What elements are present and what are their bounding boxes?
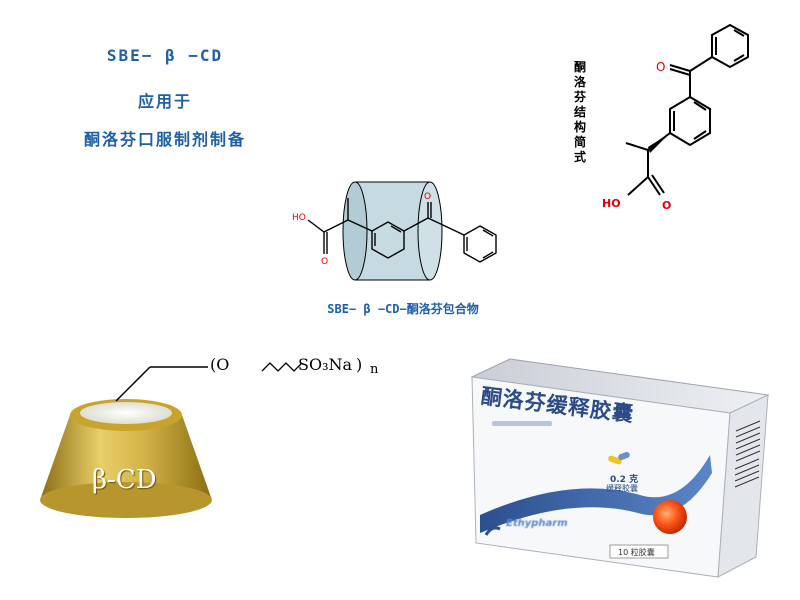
substituent-close: ) <box>356 355 363 374</box>
substituent-open: (O <box>210 355 230 374</box>
inclusion-complex-diagram: O HO O <box>292 181 497 281</box>
structure-vertical-label: 酮洛芬结构简式 <box>574 60 587 164</box>
package-dose-sub: 缓释胶囊 <box>606 484 638 493</box>
medicine-package <box>470 358 770 578</box>
package-brand: Ethypharm <box>506 518 568 529</box>
title-line-2: 应用于 <box>137 92 192 111</box>
title-line-3: 酮洛芬口服制剂制备 <box>83 130 246 149</box>
package-count: 10 粒胶囊 <box>618 548 655 557</box>
ketoprofen-structure: O HO O <box>602 23 749 212</box>
cyclodextrin-cylinder <box>342 181 443 281</box>
cone-body-label: β-CD <box>92 465 157 495</box>
structure-ho: HO <box>602 197 621 210</box>
inclusion-ho: HO <box>292 213 306 223</box>
inclusion-caption: SBE− β −CD−酮洛芬包合物 <box>327 302 479 316</box>
structure-carbonyl-o: O <box>656 60 665 74</box>
substituent-n: n <box>370 362 379 377</box>
package-dose: 0.2 克 <box>610 475 639 485</box>
sbe-beta-cd-cone <box>40 362 303 518</box>
structure-acid-o: O <box>662 199 671 212</box>
inclusion-acid-o: O <box>321 257 328 267</box>
substituent-so3na: SO₃Na <box>298 355 353 374</box>
inclusion-carbonyl-o: O <box>424 192 431 202</box>
title-line-1: SBE− β −CD <box>106 46 224 65</box>
